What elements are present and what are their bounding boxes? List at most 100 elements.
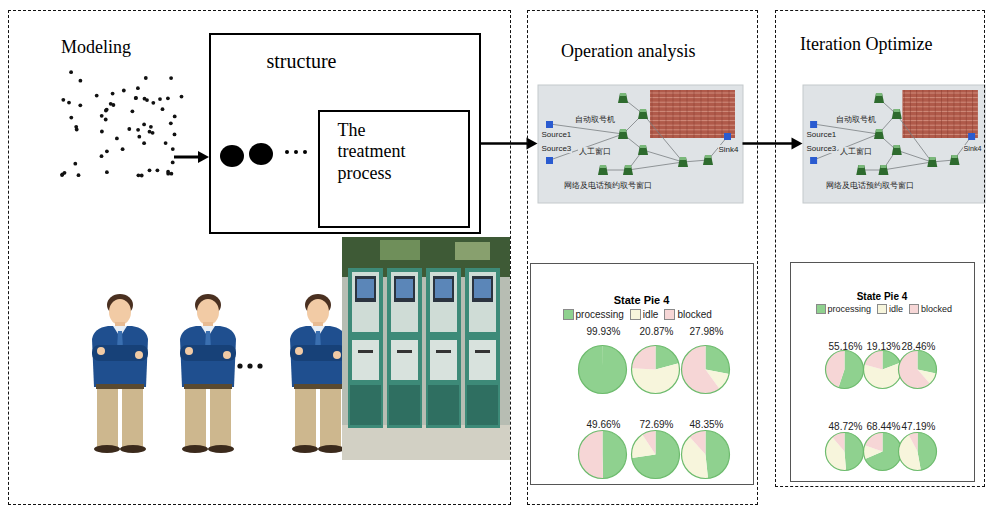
- data-point: [131, 109, 135, 113]
- sim-rack-grid: [941, 90, 942, 138]
- data-point: [104, 118, 108, 122]
- data-point: [140, 174, 144, 178]
- sim-station-top: [894, 109, 900, 112]
- flow-arrow: [481, 138, 538, 150]
- person-arms: [180, 345, 236, 361]
- pie-outline: [864, 351, 902, 389]
- sim-rack-grid: [666, 90, 667, 138]
- data-point: [105, 108, 109, 112]
- kiosk-panel: [430, 272, 457, 332]
- kiosk-photo-trees: [380, 240, 420, 260]
- data-point: [105, 149, 109, 153]
- data-point: [134, 96, 138, 100]
- sim-station: [874, 93, 884, 103]
- kiosk-body: [348, 268, 383, 428]
- sim-station-top: [600, 165, 606, 168]
- sim-rack-grid: [722, 90, 723, 138]
- data-point: [100, 114, 104, 118]
- sim-station: [892, 109, 902, 119]
- structure-box: structureThe treatment process: [209, 33, 481, 234]
- kiosk-screen-glow: [474, 279, 491, 298]
- data-point: [171, 161, 175, 165]
- sim-rack-grid: [916, 90, 917, 138]
- person-leg: [122, 389, 143, 447]
- legend-item: processing: [563, 309, 624, 320]
- sim-station-top: [876, 129, 882, 132]
- pie-slice: [918, 433, 937, 471]
- data-point: [143, 97, 147, 101]
- data-point: [67, 101, 71, 105]
- panel-heading: Operation analysis: [561, 41, 695, 63]
- sim-rack-grid: [960, 90, 961, 138]
- ellipsis-dot: [303, 150, 307, 154]
- person-leg: [97, 389, 118, 447]
- optimize-panel: Iteration OptimizeSource1Source3自动取号机人工窗…: [775, 10, 985, 487]
- percent-label: 28.46%: [889, 341, 949, 353]
- kiosk-base: [350, 385, 381, 425]
- sim-station: [874, 129, 884, 139]
- sim-rack-grid: [687, 90, 688, 138]
- kiosk-base: [467, 385, 498, 425]
- flow-arrowhead: [198, 151, 209, 163]
- kiosk-panel: [352, 272, 379, 332]
- sim-station-top: [880, 165, 886, 168]
- sim-link: [643, 114, 683, 162]
- sim-station: [623, 165, 633, 175]
- analysis-panel: Operation analysisSource1Source3自动取号机人工窗…: [527, 10, 758, 505]
- data-point: [136, 128, 140, 132]
- sim-rack-grid: [922, 90, 923, 138]
- sim-label: 人工窗口: [839, 147, 873, 157]
- sim-link: [628, 162, 683, 170]
- sim-label: 网络及电话预约取号窗口: [825, 181, 915, 191]
- modeling-panel: ModelingstructureThe treatment process: [8, 10, 511, 505]
- kiosk-screen-glow: [357, 279, 374, 298]
- legend-swatch: [877, 304, 887, 314]
- sim-station: [618, 93, 628, 103]
- sim-station: [703, 155, 713, 165]
- legend-swatch: [630, 309, 641, 320]
- data-point: [136, 86, 140, 90]
- data-point: [169, 76, 173, 80]
- pie-outline: [899, 351, 937, 389]
- sim-station: [927, 157, 937, 167]
- sim-label: Sink4: [963, 145, 983, 154]
- data-point: [109, 102, 113, 106]
- pie-slice: [642, 431, 655, 455]
- sim-station-top: [620, 129, 626, 132]
- legend-text: idle: [889, 304, 903, 314]
- sim-station-top: [680, 157, 686, 160]
- pie-outline: [826, 433, 864, 471]
- data-point: [144, 76, 148, 80]
- pie-outline: [682, 346, 730, 394]
- data-point: [105, 170, 109, 174]
- legend-row: processingidleblocked: [563, 309, 718, 320]
- data-point: [173, 133, 177, 137]
- simulation-screenshot: Source1Source3自动取号机人工窗口网络及电话预约取号窗口Sink4: [803, 85, 985, 203]
- kiosk-screen: [472, 276, 493, 302]
- person-leg: [295, 389, 316, 447]
- kiosk-lower-panel: [391, 340, 418, 380]
- data-point: [149, 125, 153, 129]
- ellipsis-dot: [285, 150, 289, 154]
- sim-rack-grid: [673, 90, 674, 138]
- pie-outline: [579, 431, 627, 479]
- data-point: [127, 127, 131, 131]
- data-point: [156, 168, 160, 172]
- data-point: [100, 154, 104, 158]
- data-point: [61, 98, 65, 102]
- sim-station-top: [625, 165, 631, 168]
- sim-sink: [724, 133, 731, 140]
- simulation-screenshot: Source1Source3自动取号机人工窗口网络及电话预约取号窗口Sink4: [538, 85, 743, 203]
- data-point: [63, 171, 67, 175]
- pie-slice: [682, 346, 720, 394]
- arrowhead: [792, 138, 803, 150]
- legend-text: blocked: [677, 309, 711, 320]
- percent-label: 27.98%: [677, 326, 737, 338]
- kiosk-body: [426, 268, 461, 428]
- pie-outline: [632, 431, 680, 479]
- sim-rack-grid: [715, 90, 716, 138]
- kiosk-panel: [391, 272, 418, 332]
- person-shoe: [120, 445, 146, 453]
- sim-station-top: [951, 155, 957, 158]
